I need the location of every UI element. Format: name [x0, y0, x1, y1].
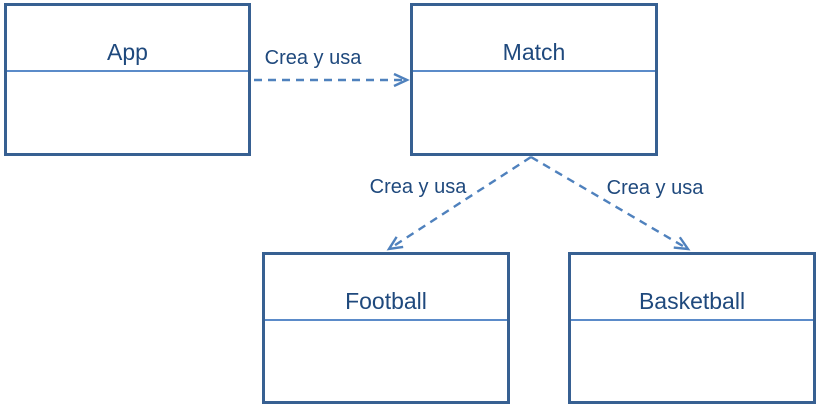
class-body-compartment	[413, 72, 655, 153]
class-box-app[interactable]: App	[4, 3, 251, 156]
edge-match-to-football[interactable]	[386, 155, 532, 251]
class-body-compartment	[265, 321, 507, 401]
class-box-basketball[interactable]: Basketball	[568, 252, 816, 404]
edge-label-match-basketball[interactable]: Crea y usa	[606, 177, 704, 199]
edge-label-match-football[interactable]: Crea y usa	[369, 176, 467, 198]
class-body-compartment	[571, 321, 813, 401]
class-body-compartment	[7, 72, 248, 153]
class-name: App	[107, 39, 148, 65]
class-box-football[interactable]: Football	[262, 252, 510, 404]
edge-match-to-basketball[interactable]	[530, 155, 691, 251]
class-title-compartment: Match	[413, 6, 655, 72]
class-title-compartment: Football	[265, 255, 507, 321]
class-name: Football	[345, 288, 427, 314]
class-box-match[interactable]: Match	[410, 3, 658, 156]
class-title-compartment: App	[7, 6, 248, 72]
edge-label-app-match[interactable]: Crea y usa	[264, 47, 362, 69]
class-title-compartment: Basketball	[571, 255, 813, 321]
class-name: Basketball	[638, 288, 746, 314]
class-name: Match	[502, 39, 566, 65]
